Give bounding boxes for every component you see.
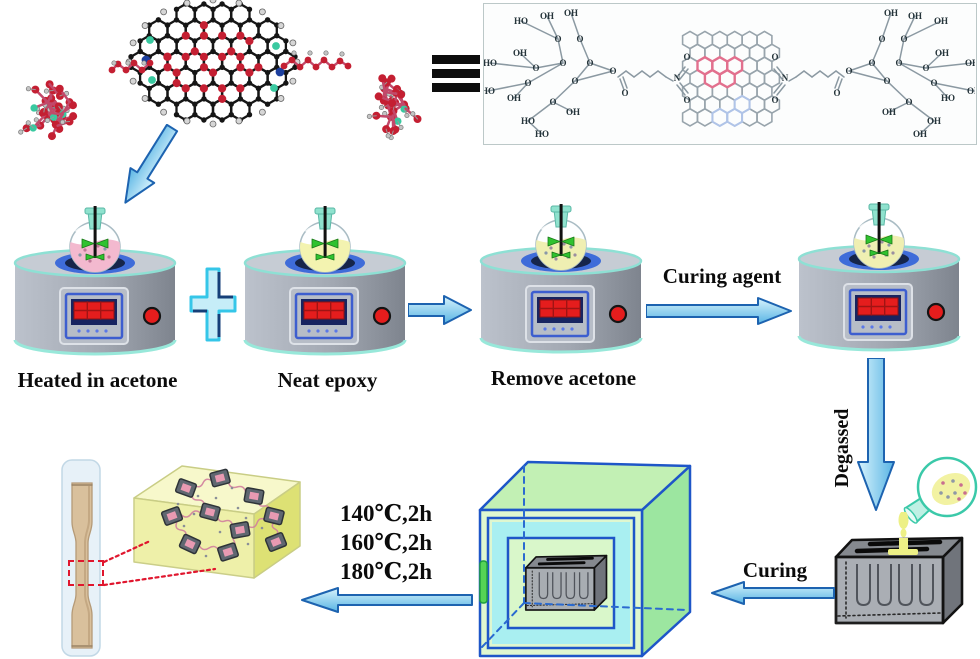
zoom-region-box	[68, 560, 104, 586]
svg-text:O: O	[883, 76, 890, 86]
add-to-flask-arrow-icon	[124, 124, 179, 204]
composite-microstructure-inset	[133, 465, 301, 579]
svg-text:O: O	[833, 88, 840, 98]
svg-text:OH: OH	[566, 107, 580, 117]
functionalized-graphene-model-illustration	[18, 0, 422, 141]
svg-text:O: O	[554, 34, 561, 44]
curing-oven-illustration	[478, 460, 692, 658]
svg-text:O: O	[771, 95, 778, 105]
heating-station-2: Neat epoxy	[240, 206, 415, 406]
cure-schedule-arrow-icon	[301, 587, 473, 613]
svg-text:OH: OH	[507, 93, 521, 103]
svg-text:O: O	[895, 58, 902, 68]
svg-text:OH: OH	[564, 8, 578, 18]
heating-mantle-flask-illustration	[13, 206, 177, 356]
plus-icon	[189, 267, 237, 342]
svg-text:OH: OH	[965, 58, 975, 68]
curing-agent-arrow-icon	[646, 297, 792, 325]
svg-text:O: O	[878, 34, 885, 44]
cure-temperature-step: 160℃,2h	[339, 530, 433, 555]
svg-text:OH: OH	[934, 16, 948, 26]
svg-text:OH: OH	[935, 48, 949, 58]
svg-text:OH: OH	[908, 11, 922, 21]
curing-agent-label: Curing agent	[662, 264, 782, 288]
cure-temperature-step: 140℃,2h	[339, 501, 433, 526]
svg-text:OH: OH	[927, 116, 941, 126]
station-label: Heated in acetone	[17, 368, 178, 392]
mold-box-illustration	[834, 512, 964, 625]
svg-text:O: O	[683, 95, 690, 105]
heating-mantle-flask-illustration	[479, 204, 643, 354]
svg-text:O: O	[683, 52, 690, 62]
svg-text:O: O	[621, 88, 628, 98]
svg-text:N: N	[674, 73, 681, 83]
dogbone-specimen-illustration	[61, 459, 101, 657]
svg-text:O: O	[576, 34, 583, 44]
svg-text:HO: HO	[941, 93, 955, 103]
svg-text:OH: OH	[882, 107, 896, 117]
svg-text:OH: OH	[540, 11, 554, 21]
curing-label: Curing	[742, 558, 808, 582]
svg-text:HO: HO	[521, 116, 535, 126]
svg-text:N: N	[782, 73, 789, 83]
svg-text:O: O	[845, 66, 852, 76]
transfer-arrow-icon	[408, 295, 472, 325]
heating-station-4	[794, 202, 969, 402]
equivalence-bar	[432, 55, 480, 64]
svg-text:O: O	[609, 66, 616, 76]
heating-station-3: Remove acetone	[476, 204, 651, 404]
svg-text:OH: OH	[513, 48, 527, 58]
svg-text:O: O	[524, 78, 531, 88]
svg-text:HO: HO	[514, 16, 528, 26]
svg-text:OH: OH	[884, 8, 898, 18]
svg-text:O: O	[571, 76, 578, 86]
svg-text:O: O	[771, 52, 778, 62]
svg-text:HO: HO	[484, 86, 495, 96]
cure-schedule: 140℃,2h 160℃,2h 180℃,2h	[316, 499, 456, 586]
svg-text:O: O	[532, 63, 539, 73]
station-label: Neat epoxy	[277, 368, 378, 392]
svg-text:O: O	[549, 97, 556, 107]
equivalence-icon	[432, 55, 480, 97]
svg-text:O: O	[922, 63, 929, 73]
svg-text:OH: OH	[967, 86, 975, 96]
svg-text:O: O	[868, 58, 875, 68]
heating-station-1: Heated in acetone	[10, 206, 185, 406]
equivalence-bar	[432, 69, 480, 78]
pouring-flask-illustration	[903, 456, 978, 524]
svg-text:O: O	[586, 58, 593, 68]
degassed-label: Degassed	[831, 408, 853, 488]
svg-text:O: O	[930, 78, 937, 88]
svg-text:HO: HO	[484, 58, 497, 68]
station-label: Remove acetone	[490, 366, 637, 390]
equivalence-bar	[432, 83, 480, 92]
svg-text:O: O	[900, 34, 907, 44]
degassed-arrow-icon	[857, 358, 895, 511]
svg-text:O: O	[559, 58, 566, 68]
svg-text:OH: OH	[913, 129, 927, 139]
curing-arrow-icon	[711, 581, 835, 605]
heating-mantle-flask-illustration	[243, 206, 407, 356]
svg-text:HO: HO	[535, 129, 549, 139]
svg-text:O: O	[905, 97, 912, 107]
cure-temperature-step: 180℃,2h	[339, 559, 433, 584]
heating-mantle-flask-illustration	[797, 202, 961, 352]
